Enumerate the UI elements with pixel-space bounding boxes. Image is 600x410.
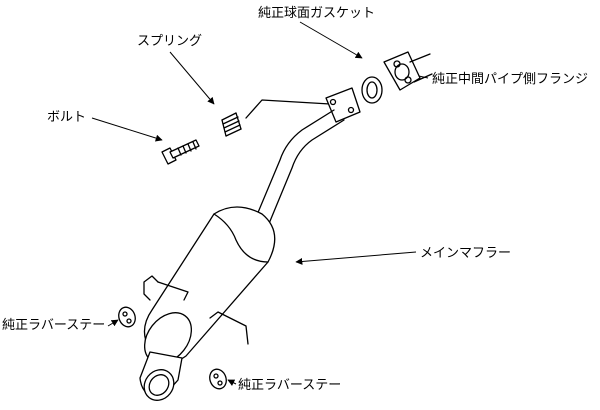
arrow-rubber-stay-left xyxy=(107,319,119,327)
label-rubber-stay-left: 純正ラバーステー xyxy=(2,318,105,333)
rubber-stay-right-part xyxy=(209,368,227,390)
arrow-bolt xyxy=(91,117,163,142)
label-main-muffler: メインマフラー xyxy=(420,246,511,261)
arrow-main-muffler xyxy=(295,251,417,265)
flange-part xyxy=(383,51,433,91)
bolt-part xyxy=(161,139,200,165)
label-bolt: ボルト xyxy=(47,110,86,125)
label-flange: 純正中間パイプ側フランジ xyxy=(432,72,588,87)
rubber-stay-left-part xyxy=(118,306,136,328)
arrow-rubber-stay-right xyxy=(227,379,237,386)
label-rubber-stay-right: 純正ラバーステー xyxy=(238,378,341,393)
main-muffler-part xyxy=(139,87,361,401)
arrow-gasket xyxy=(299,21,363,59)
spring-connector xyxy=(245,99,331,119)
arrow-spring xyxy=(169,51,215,105)
label-gasket: 純正球面ガスケット xyxy=(258,6,375,21)
gasket-part xyxy=(361,76,383,104)
spring-part xyxy=(221,112,242,137)
label-spring: スプリング xyxy=(137,34,202,49)
